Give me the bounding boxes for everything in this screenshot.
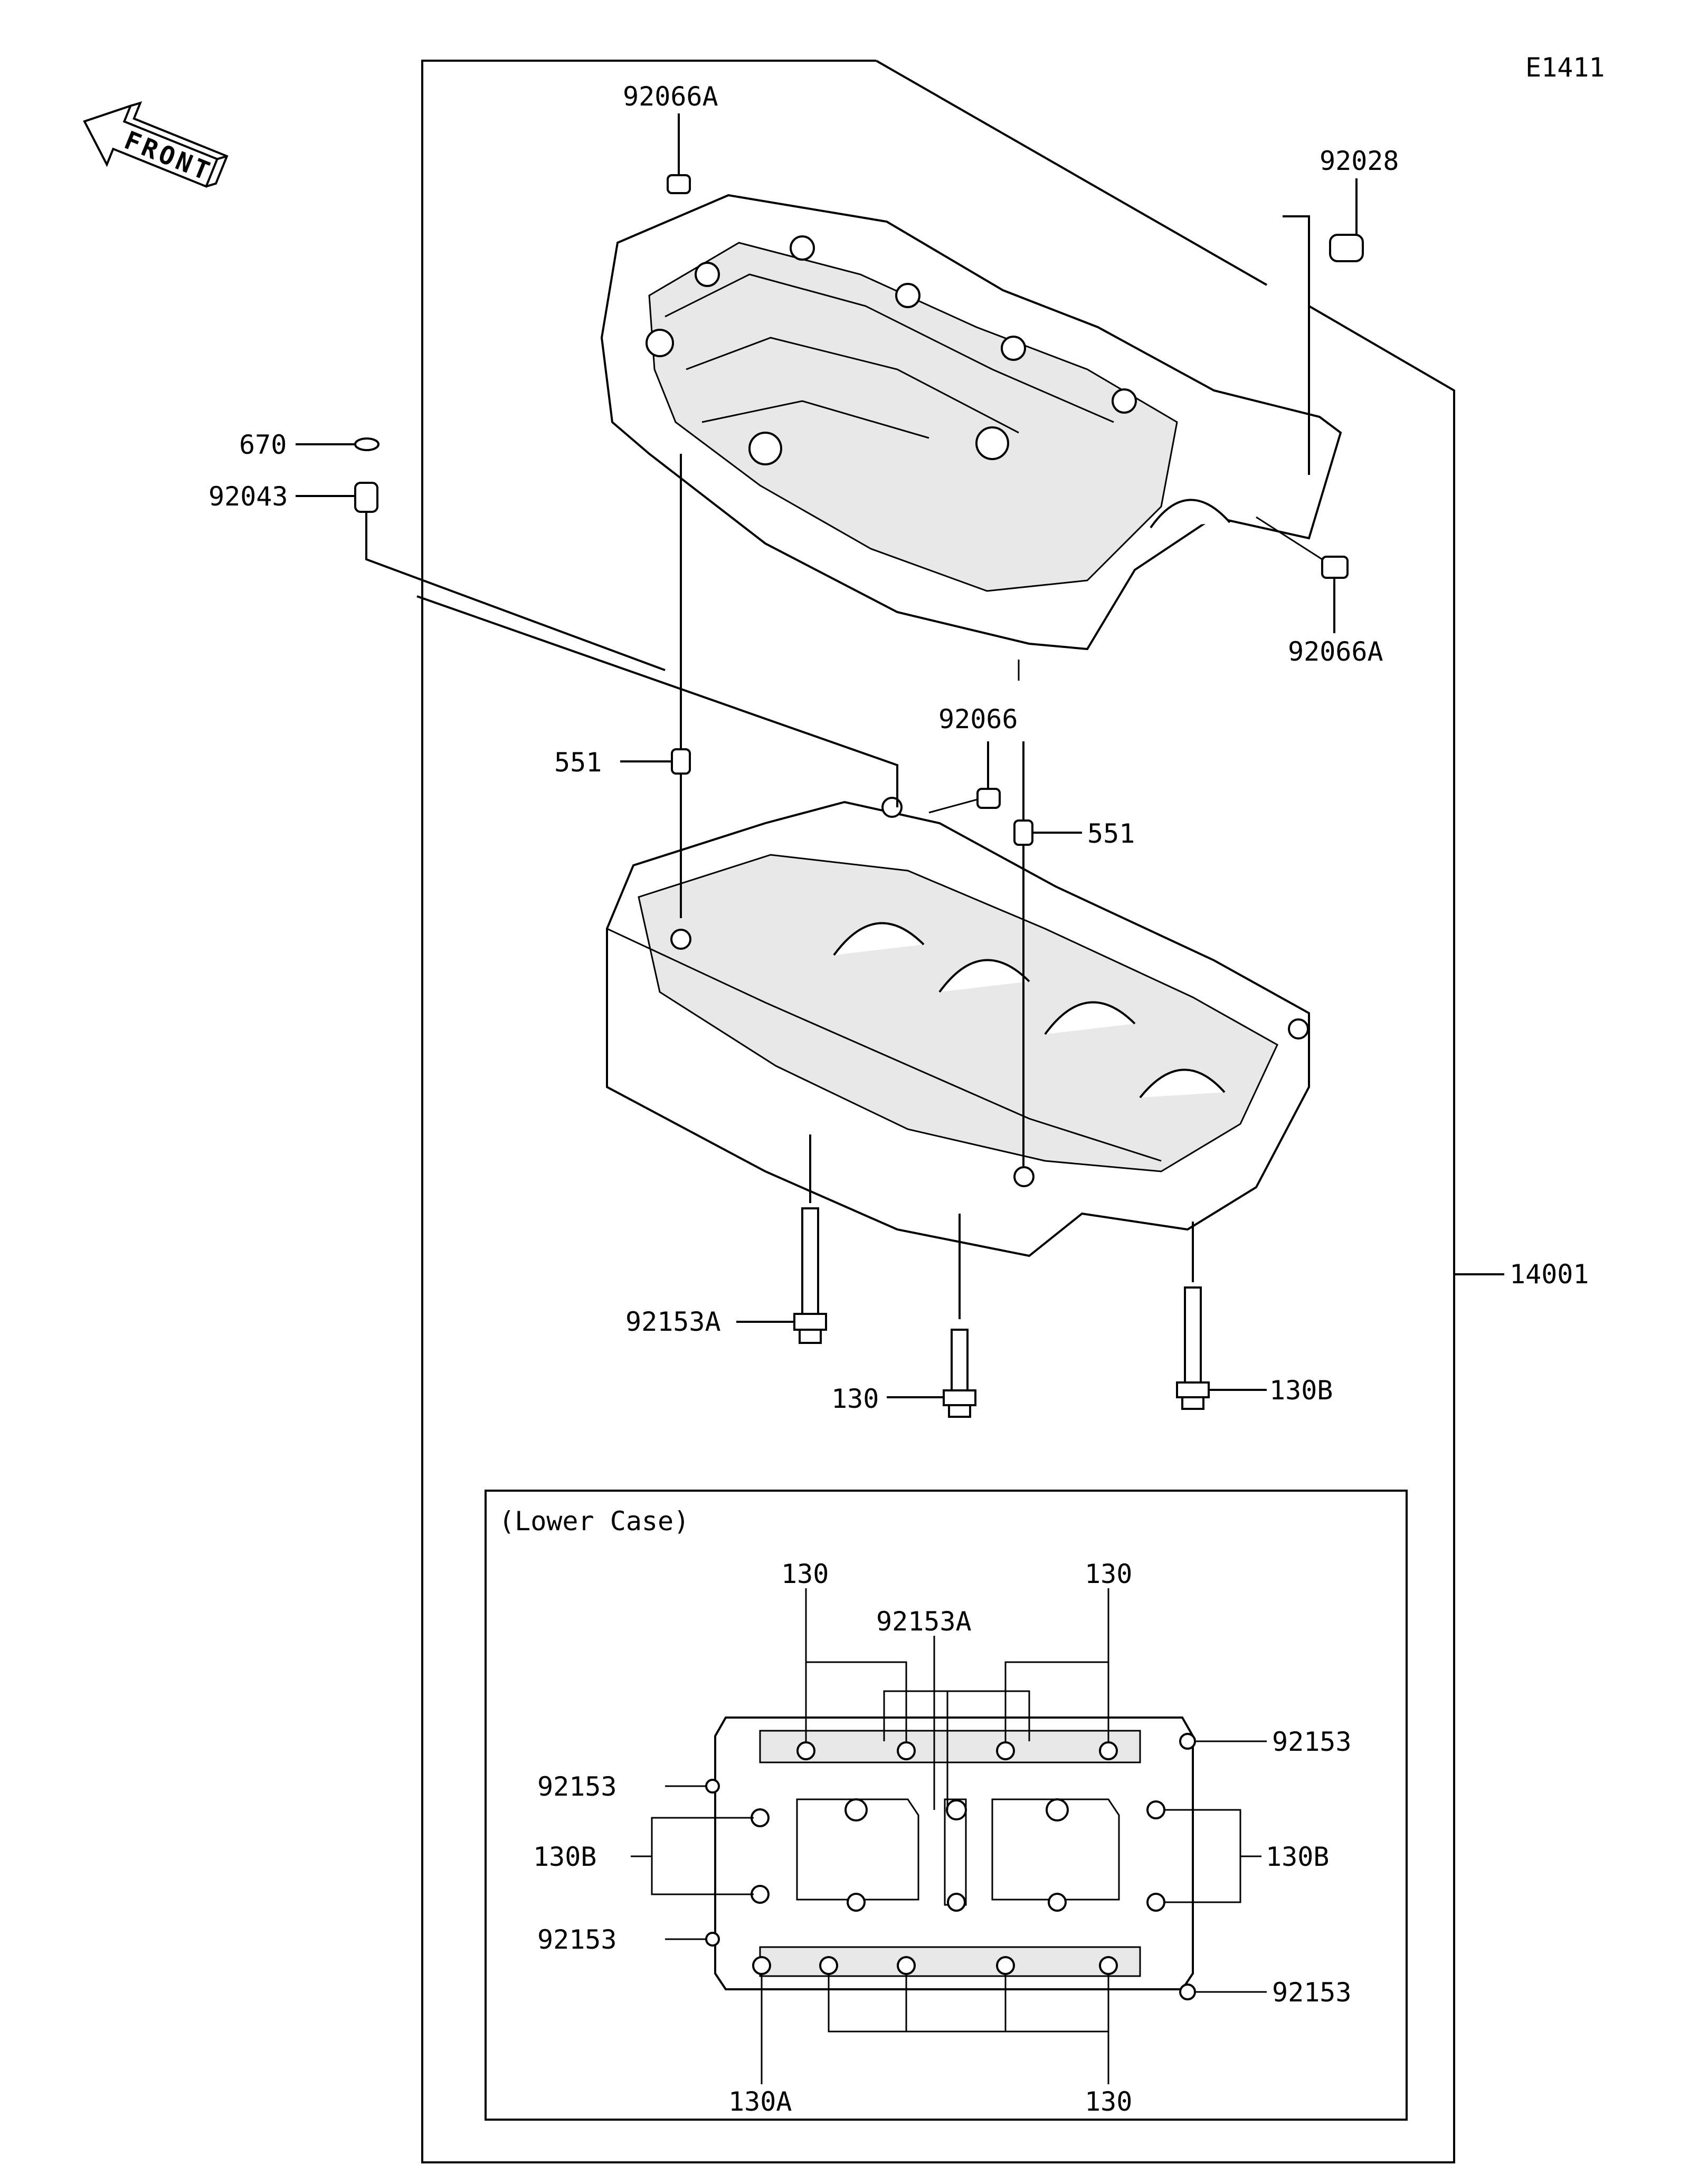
inset-label-92153-left-top: 92153 xyxy=(537,1771,617,1802)
inset-label-92153A: 92153A xyxy=(876,1606,972,1637)
front-arrow-label: FRONT xyxy=(120,126,217,187)
inset-label-130-top-right: 130 xyxy=(1085,1559,1132,1589)
inset-bolt-heads xyxy=(705,1733,1196,2000)
dowel-551-right xyxy=(1013,741,1082,1166)
label-130B: 130B xyxy=(1269,1375,1333,1406)
dowel-92043 xyxy=(296,482,898,807)
label-670: 670 xyxy=(239,430,287,460)
label-551-left: 551 xyxy=(554,747,602,778)
label-92066A-top: 92066A xyxy=(623,81,718,112)
bolt-92153A xyxy=(736,1134,827,1344)
collar-92028 xyxy=(1283,178,1364,475)
oring-670 xyxy=(296,437,379,451)
label-92028: 92028 xyxy=(1320,146,1399,176)
inset-label-92153-right-top: 92153 xyxy=(1272,1727,1352,1757)
diagram-id: E1411 xyxy=(1525,52,1605,83)
inset-label-92153-left-bottom: 92153 xyxy=(537,1924,617,1955)
label-92066: 92066 xyxy=(938,704,1018,735)
label-92153A: 92153A xyxy=(625,1306,721,1337)
dowel-551-left xyxy=(620,454,691,918)
label-130: 130 xyxy=(831,1384,879,1414)
upper-crankcase xyxy=(600,194,1342,681)
label-92066A-right: 92066A xyxy=(1288,636,1383,667)
lower-case-inset xyxy=(485,1490,1408,2121)
label-14001: 14001 xyxy=(1510,1259,1589,1290)
inset-leaders xyxy=(631,1588,1267,2084)
inset-label-92153-right-bottom: 92153 xyxy=(1272,1977,1352,2008)
inset-label-130A: 130A xyxy=(728,2086,792,2117)
plug-92066A-top xyxy=(667,113,691,194)
inset-label-130B-right: 130B xyxy=(1266,1842,1329,1872)
lower-crankcase xyxy=(606,797,1310,1257)
inset-label-130B-left: 130B xyxy=(533,1842,596,1872)
front-arrow-icon: FRONT xyxy=(83,101,229,188)
inset-title: (Lower Case) xyxy=(499,1506,689,1537)
assembly-bracket xyxy=(421,60,1504,2163)
inset-label-130-top-left: 130 xyxy=(781,1559,829,1589)
label-92043: 92043 xyxy=(208,481,288,512)
inset-label-130-bottom: 130 xyxy=(1085,2086,1132,2117)
plug-92066A-right xyxy=(1256,516,1349,633)
bolt-130B xyxy=(1176,1222,1267,1410)
plug-92066 xyxy=(928,741,1001,814)
label-551-right: 551 xyxy=(1087,818,1135,849)
bolt-130 xyxy=(887,1214,976,1418)
lower-case-bottom-view xyxy=(705,1716,1196,2000)
